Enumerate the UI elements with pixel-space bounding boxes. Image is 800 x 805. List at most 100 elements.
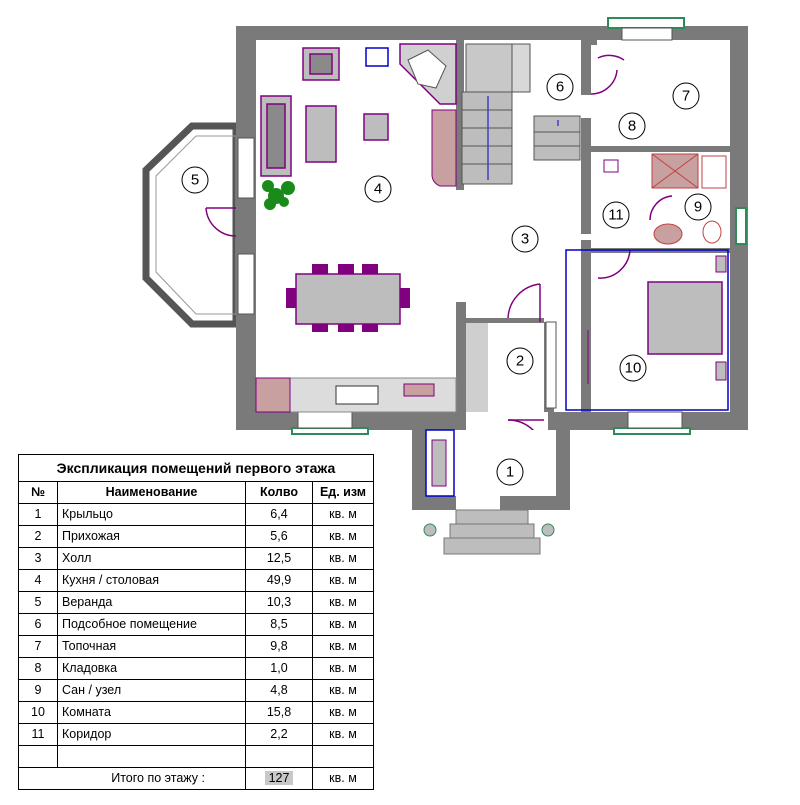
room-label-11: 11: [608, 207, 624, 224]
row-qty: 5,6: [245, 525, 313, 548]
entry-shade: [466, 323, 488, 412]
porch: [423, 429, 556, 555]
row-unit: кв. м: [312, 701, 374, 724]
row-num: 4: [18, 569, 58, 592]
row-unit: кв. м: [312, 635, 374, 658]
row-name: Топочная: [57, 635, 246, 658]
table-empty-row: [18, 745, 374, 768]
room-label-10: 10: [625, 360, 642, 377]
row-qty: 12,5: [245, 547, 313, 570]
row-qty: 8,5: [245, 613, 313, 636]
row-name: Кладовка: [57, 657, 246, 680]
row-num: 1: [18, 503, 58, 526]
room-label-6: 6: [556, 79, 564, 96]
plant: [262, 180, 295, 210]
veranda-inner: [155, 135, 237, 315]
total-label: Итого по этажу :: [18, 767, 246, 790]
row-name: Комната: [57, 701, 246, 724]
row-unit: кв. м: [312, 503, 374, 526]
table-header-row: № Наименование Колво Ед. изм: [18, 481, 374, 504]
row-num: 3: [18, 547, 58, 570]
row-num: 8: [18, 657, 58, 680]
row-num: 6: [18, 613, 58, 636]
header-unit: Ед. изм: [312, 481, 374, 504]
row-qty: 15,8: [245, 701, 313, 724]
header-name: Наименование: [57, 481, 246, 504]
row-unit: кв. м: [312, 679, 374, 702]
bathroom-fixtures: [603, 153, 727, 245]
empty-cell: [245, 745, 313, 768]
row-unit: кв. м: [312, 569, 374, 592]
total-cell: 127: [245, 767, 313, 790]
room-label-4: 4: [374, 181, 382, 198]
entry-closet: [545, 321, 557, 409]
table-total-row: Итого по этажу : 127 кв. м: [18, 767, 374, 790]
kitchen-corner: [399, 43, 457, 187]
explication-table: Экспликация помещений первого этажа № На…: [18, 454, 374, 790]
veranda-outline: [142, 122, 240, 328]
dining-table: [286, 264, 410, 332]
room-markers: [181, 73, 712, 486]
room-label-8: 8: [628, 118, 636, 135]
row-unit: кв. м: [312, 547, 374, 570]
row-unit: кв. м: [312, 591, 374, 614]
windows: [291, 17, 747, 435]
row-name: Подсобное помещение: [57, 613, 246, 636]
row-name: Холл: [57, 547, 246, 570]
row-qty: 6,4: [245, 503, 313, 526]
row-qty: 49,9: [245, 569, 313, 592]
room-label-1: 1: [506, 464, 514, 481]
row-name: Крыльцо: [57, 503, 246, 526]
row-num: 5: [18, 591, 58, 614]
row-qty: 10,3: [245, 591, 313, 614]
row-unit: кв. м: [312, 723, 374, 746]
row-qty: 9,8: [245, 635, 313, 658]
row-name: Кухня / столовая: [57, 569, 246, 592]
row-qty: 4,8: [245, 679, 313, 702]
table-title: Экспликация помещений первого этажа: [18, 454, 374, 482]
doors: [205, 54, 673, 455]
room-label-3: 3: [521, 231, 529, 248]
row-qty: 2,2: [245, 723, 313, 746]
row-num: 7: [18, 635, 58, 658]
header-num: №: [18, 481, 58, 504]
room-label-2: 2: [516, 353, 524, 370]
room-label-7: 7: [682, 88, 690, 105]
empty-cell: [312, 745, 374, 768]
row-num: 11: [18, 723, 58, 746]
staircase: [461, 43, 581, 185]
table-title-row: Экспликация помещений первого этажа: [18, 454, 374, 482]
row-unit: кв. м: [312, 525, 374, 548]
row-name: Прихожая: [57, 525, 246, 548]
row-num: 2: [18, 525, 58, 548]
row-name: Коридор: [57, 723, 246, 746]
row-num: 10: [18, 701, 58, 724]
header-qty: Колво: [245, 481, 313, 504]
room-label-9: 9: [694, 199, 702, 216]
row-unit: кв. м: [312, 613, 374, 636]
total-unit: кв. м: [312, 767, 374, 790]
total-value: 127: [264, 771, 294, 785]
living-furniture: [260, 47, 389, 177]
window-panes: [237, 27, 683, 429]
row-unit: кв. м: [312, 657, 374, 680]
row-num: 9: [18, 679, 58, 702]
row-name: Сан / узел: [57, 679, 246, 702]
kitchen-counter: [255, 377, 457, 413]
row-qty: 1,0: [245, 657, 313, 680]
empty-cell: [57, 745, 246, 768]
room-label-5: 5: [191, 172, 199, 189]
